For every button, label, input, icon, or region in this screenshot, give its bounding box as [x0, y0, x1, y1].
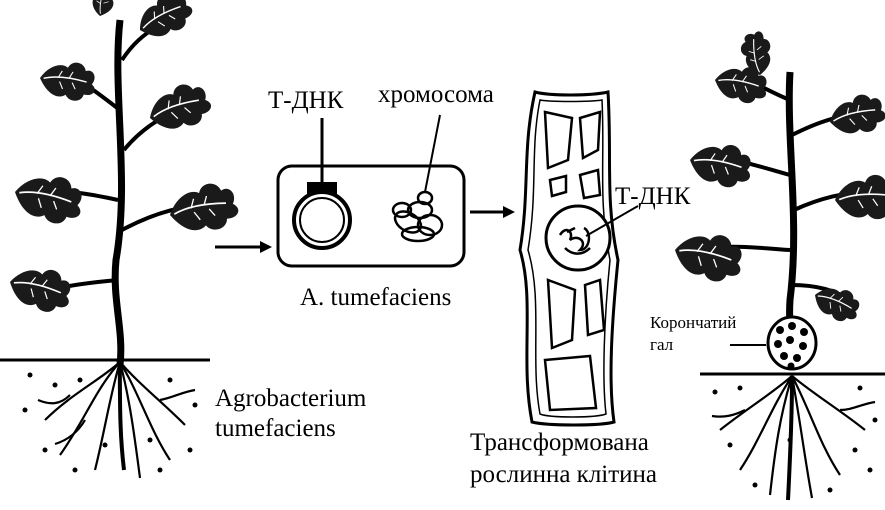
- plant-cell: [520, 92, 638, 425]
- label-agrobacterium-line2: tumefaciens: [215, 416, 336, 442]
- crown-gall: [768, 317, 816, 370]
- label-tdna-cell: Т-ДНК: [615, 184, 690, 210]
- label-chromosome: хромосома: [378, 82, 494, 108]
- right-plant: [671, 30, 885, 500]
- label-transformed-line1: Трансформована: [470, 430, 649, 456]
- bacterium-cell: [278, 115, 464, 266]
- label-tdna-plasmid: Т-ДНК: [268, 88, 343, 114]
- label-transformed-line2: рослинна клітина: [470, 462, 657, 488]
- label-agrobacterium-line1: Agrobacterium: [215, 386, 366, 412]
- arrow-plant-to-bacterium: [215, 241, 272, 253]
- arrow-bacterium-to-cell: [470, 206, 515, 218]
- left-plant: [0, 0, 241, 478]
- label-bacterium-name: A. tumefaciens: [300, 285, 451, 311]
- label-crown-gall-line1: Корончатий: [650, 314, 736, 332]
- label-crown-gall-line2: гал: [650, 336, 673, 354]
